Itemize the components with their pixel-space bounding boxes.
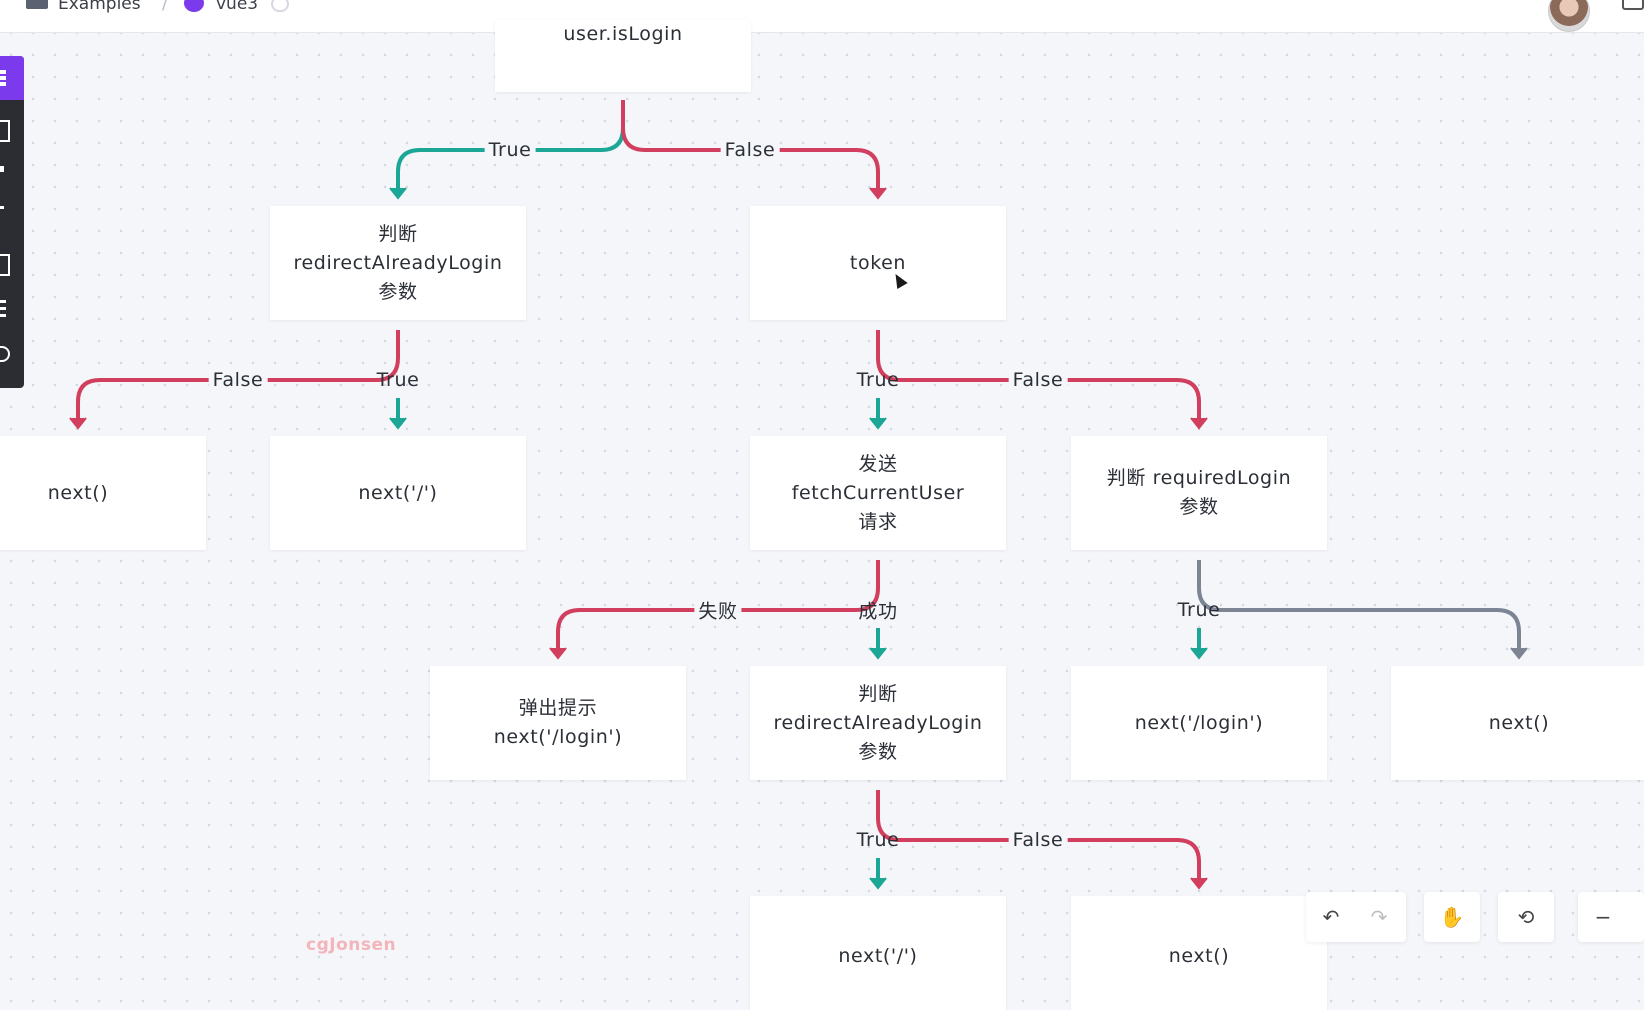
folder-icon[interactable]	[26, 0, 48, 9]
comment-icon[interactable]	[1622, 0, 1644, 10]
node-label: user.isLogin	[563, 23, 683, 45]
list-tool-icon[interactable]	[0, 300, 6, 318]
hand-tool-panel: ✋	[1424, 892, 1480, 942]
node-label: next()	[47, 481, 109, 504]
node-label: next()	[1168, 945, 1230, 967]
node-fetch-current-user[interactable]: 发送 fetchCurrentUser 请求	[750, 436, 1006, 550]
arrowhead	[549, 647, 567, 660]
node-next-c[interactable]: next()	[1071, 896, 1327, 1010]
more-tools-icon[interactable]	[0, 346, 10, 362]
redo-icon[interactable]: ↷	[1370, 905, 1388, 929]
history-panel: ⟲	[1498, 892, 1554, 942]
image-tool-icon[interactable]	[0, 254, 10, 276]
arrowhead	[1190, 647, 1208, 660]
edge-label-true: True	[376, 369, 420, 391]
edge-label-true: True	[1177, 599, 1221, 621]
node-next-root-1[interactable]: next('/')	[270, 436, 526, 550]
zoom-panel: −	[1578, 892, 1644, 942]
edge-label-false: False	[208, 369, 268, 391]
arrowhead	[869, 647, 887, 660]
arrowhead	[869, 187, 887, 200]
node-label: token	[849, 251, 907, 274]
watermark: cgJonsen	[306, 935, 397, 955]
edge-required-neutral	[1197, 560, 1521, 650]
node-next-root-2[interactable]: next('/')	[750, 896, 1006, 1010]
edge-label-false: False	[1008, 829, 1068, 851]
arrowhead	[389, 417, 407, 430]
arrowhead	[389, 187, 407, 200]
breadcrumb-file[interactable]: vue3	[216, 0, 259, 14]
node-label: next('/')	[358, 481, 438, 504]
arrowhead	[869, 417, 887, 430]
edge-label-false: False	[720, 139, 780, 161]
edge-label-true: True	[856, 369, 900, 391]
edge-label-fail: 失败	[694, 596, 742, 624]
node-user-islogin[interactable]: user.isLogin	[495, 20, 751, 92]
node-label: next('/login')	[1134, 711, 1264, 734]
node-next-a[interactable]: next()	[0, 436, 206, 550]
frame-tool-icon[interactable]	[0, 120, 10, 142]
breadcrumb-folder[interactable]: Examples	[58, 0, 141, 14]
arrowhead	[869, 877, 887, 890]
edge-label-true: True	[484, 139, 536, 161]
node-label: next()	[1488, 711, 1550, 734]
file-type-icon	[184, 0, 204, 12]
zoom-out-icon[interactable]: −	[1594, 905, 1612, 929]
hand-icon[interactable]: ✋	[1439, 905, 1465, 929]
text-tool-icon[interactable]	[0, 166, 4, 172]
left-toolbar	[0, 56, 24, 388]
grid-menu-icon[interactable]	[0, 56, 24, 100]
edge-label-true: True	[856, 829, 900, 851]
node-required-login[interactable]: 判断 requiredLogin 参数	[1071, 436, 1327, 550]
node-label: 发送 fetchCurrentUser 请求	[791, 452, 965, 533]
undo-icon[interactable]: ↶	[1322, 905, 1340, 929]
node-label: 判断 redirectAlreadyLogin 参数	[293, 222, 503, 303]
arrowhead	[1510, 647, 1528, 660]
top-bar: Examples / vue3	[0, 0, 1644, 33]
arrowhead	[69, 417, 87, 430]
node-label: 判断 requiredLogin 参数	[1106, 467, 1292, 518]
node-label: 判断 redirectAlreadyLogin 参数	[773, 682, 983, 763]
undo-redo-panel: ↶ ↷	[1306, 892, 1406, 942]
pen-tool-icon[interactable]	[0, 206, 4, 209]
history-icon[interactable]: ⟲	[1517, 905, 1535, 929]
node-popup-login[interactable]: 弹出提示 next('/login')	[430, 666, 686, 780]
node-label: 弹出提示 next('/login')	[493, 697, 623, 748]
node-redirect-already-login-2[interactable]: 判断 redirectAlreadyLogin 参数	[750, 666, 1006, 780]
arrowhead	[1190, 877, 1208, 890]
node-token[interactable]: token	[750, 206, 1006, 320]
cloud-sync-icon	[271, 0, 289, 12]
edge-label-false: False	[1008, 369, 1068, 391]
node-next-login[interactable]: next('/login')	[1071, 666, 1327, 780]
node-redirect-already-login-1[interactable]: 判断 redirectAlreadyLogin 参数	[270, 206, 526, 320]
breadcrumb-separator: /	[162, 0, 168, 14]
edge-label-success: 成功	[858, 600, 898, 623]
arrowhead	[1190, 417, 1208, 430]
node-label: next('/')	[838, 945, 918, 967]
node-next-b[interactable]: next()	[1391, 666, 1644, 780]
